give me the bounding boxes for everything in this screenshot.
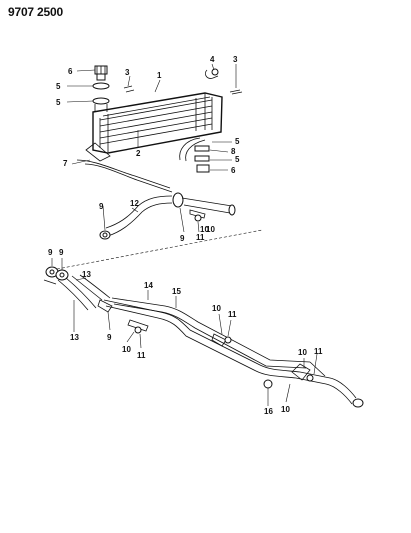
callout-label: 14 <box>144 281 153 290</box>
callout-label: 11 <box>228 310 237 319</box>
callout-label: 9 <box>99 202 104 211</box>
callout-label: 8 <box>231 147 236 156</box>
leader-lines <box>51 63 318 406</box>
diagram-part-code: 9707 2500 <box>8 5 63 19</box>
callout-label: 6 <box>68 67 73 76</box>
callout-label: 5 <box>235 137 240 146</box>
callout-label: 16 <box>264 407 273 416</box>
callout-label: 12 <box>130 199 139 208</box>
callout-label: 2 <box>136 149 141 158</box>
callout-label: 10 <box>200 225 209 234</box>
callout-label: 3 <box>125 68 130 77</box>
callout-label: 4 <box>210 55 215 64</box>
callout-label: 10 <box>281 405 290 414</box>
hose-12-assembly <box>51 192 263 271</box>
callout-label: 13 <box>70 333 79 342</box>
callout-label: 10 <box>122 345 131 354</box>
callout-label: 9 <box>59 248 64 257</box>
callout-label: 11 <box>137 351 146 360</box>
callout-label: 10 <box>298 348 307 357</box>
lower-cooler-lines <box>43 266 364 408</box>
callout-label: 6 <box>231 166 236 175</box>
callout-label: 9 <box>180 234 185 243</box>
callout-label: 13 <box>82 270 91 279</box>
callout-label: 5 <box>235 155 240 164</box>
callout-label: 1 <box>157 71 162 80</box>
callout-label: 7 <box>63 159 68 168</box>
callout-label: 3 <box>233 55 238 64</box>
callout-label: 10 <box>212 304 221 313</box>
oil-cooler-assembly <box>76 65 243 193</box>
callout-label: 9 <box>48 248 53 257</box>
callout-label: 5 <box>56 82 61 91</box>
callout-label: 11 <box>314 347 323 356</box>
callout-label: 9 <box>107 333 112 342</box>
callout-label: 15 <box>172 287 181 296</box>
callout-label: 5 <box>56 98 61 107</box>
callout-label: 11 <box>196 233 205 242</box>
callout-label: 10 <box>206 225 215 234</box>
callout-labels: 1 2 3 3 4 5 5 5 5 6 6 7 8 9 9 9 9 9 10 1… <box>48 55 323 416</box>
